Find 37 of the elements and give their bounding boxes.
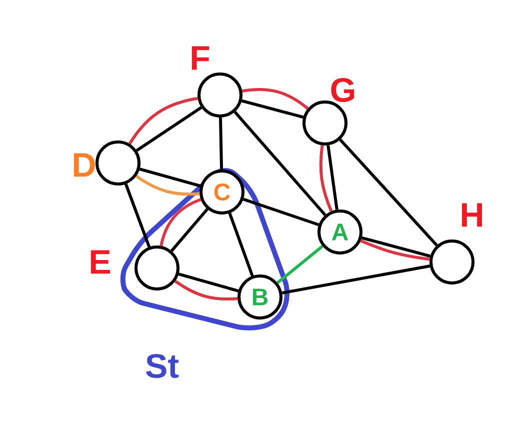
vertex-letter: D xyxy=(74,153,95,177)
highlighted-path xyxy=(319,145,333,212)
graph-edge xyxy=(218,117,224,170)
graph-edge xyxy=(242,198,320,226)
vertex-letter: H xyxy=(462,203,482,227)
graph-edge xyxy=(234,110,326,216)
vertex-letter: B xyxy=(252,288,268,306)
graph-edge xyxy=(136,106,202,152)
node-label: St xyxy=(146,354,179,378)
vertex-letter: G xyxy=(331,78,354,102)
vertex-circle xyxy=(238,274,282,320)
graph-edge xyxy=(124,184,151,248)
vertex-circle xyxy=(318,210,362,254)
graph-edge xyxy=(339,138,438,246)
vertex-letter: C xyxy=(214,184,230,200)
graph-edge xyxy=(139,168,201,188)
highlighted-path xyxy=(276,245,324,284)
vertex-circle xyxy=(134,246,180,290)
vertex-letter: F xyxy=(192,46,210,70)
graph-edge xyxy=(241,99,304,119)
highlighted-path xyxy=(160,198,202,246)
highlighted-path xyxy=(174,280,238,301)
highlighted-path xyxy=(242,88,309,110)
graph-edge xyxy=(178,272,239,292)
graph-edge xyxy=(326,145,338,210)
graph-edge xyxy=(170,208,209,252)
highlighted-path xyxy=(135,174,200,196)
highlighted-path xyxy=(128,96,198,145)
vertex-circle xyxy=(430,240,474,284)
vertex-letter: E xyxy=(90,250,110,274)
vertex-circle xyxy=(200,170,244,214)
graph-edge xyxy=(282,264,430,294)
vertex-circle xyxy=(96,140,140,186)
vertex-letter: A xyxy=(332,224,348,240)
graph-edge xyxy=(228,212,254,276)
vertex-circle xyxy=(198,72,242,118)
vertex-circle xyxy=(302,100,348,146)
